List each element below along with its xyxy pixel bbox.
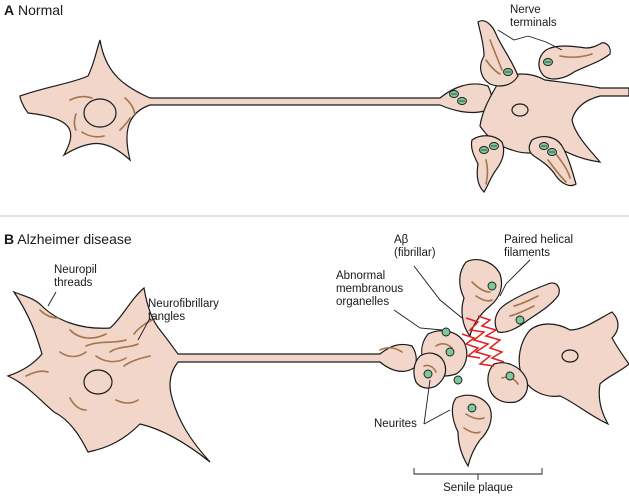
postsynaptic-soma-b	[518, 311, 629, 426]
postsynaptic-nucleus-b	[561, 349, 579, 363]
neurofibrillary-tangles-label: Neurofibrillary tangles	[148, 298, 219, 324]
abnormal-organelles-line1: Abnormal	[336, 270, 386, 282]
panel-a-letter: A	[4, 2, 15, 18]
nerve-terminals-line1: Nerve	[510, 4, 541, 16]
neuropil-threads-line2: threads	[54, 277, 93, 289]
nerve-terminals-line2: terminals	[510, 17, 557, 29]
nerve-terminals-leader	[497, 29, 529, 41]
senile-plaque-label: Senile plaque	[443, 482, 513, 494]
senile-plaque-bracket	[413, 468, 543, 475]
normal-nerve-terminals	[449, 20, 611, 193]
neurite	[487, 362, 529, 404]
normal-nucleus	[83, 98, 117, 128]
neuropil-threads-label: Neuropil threads	[54, 264, 97, 290]
neuropil-threads-line1: Neuropil	[54, 264, 97, 276]
normal-neuron	[19, 39, 493, 162]
nerve-terminals-label: Nerve terminals	[510, 4, 557, 30]
paired-helical-filaments	[423, 281, 539, 434]
paired-helical-filaments-label: Paired helical filaments	[504, 234, 573, 260]
abnormal-organelles-line2: membranous	[336, 283, 404, 295]
neurite	[451, 394, 492, 468]
alzheimer-soma	[6, 286, 417, 463]
neuropil-threads-leader	[47, 291, 57, 307]
alzheimer-nucleus	[83, 369, 113, 395]
abeta-line1: Aβ	[394, 234, 409, 246]
panel-a-heading: A Normal	[4, 2, 63, 18]
abeta-line2: (fibrillar)	[394, 247, 436, 259]
panel-b-title: Alzheimer disease	[17, 231, 132, 247]
paired-helical-line2: filaments	[504, 247, 551, 259]
panel-b-heading: B Alzheimer disease	[4, 231, 132, 247]
neurofibrillary-tangles-line1: Neurofibrillary	[148, 298, 219, 310]
neurites-label: Neurites	[374, 418, 417, 430]
panel-a-title: Normal	[18, 2, 64, 18]
amyloid-beta-fibrils	[461, 315, 505, 367]
postsynaptic-nucleus-a	[511, 103, 529, 117]
senile-plaque	[413, 259, 629, 468]
neurofibrillary-tangles-leader	[137, 317, 151, 341]
paired-helical-filaments-leader	[499, 259, 531, 297]
abnormal-organelles-line3: organelles	[336, 296, 390, 308]
neurofibrillary-tangles-line2: tangles	[148, 311, 186, 323]
neurites-leader	[423, 379, 451, 425]
neurite	[494, 282, 560, 333]
normal-postsynaptic	[479, 73, 629, 163]
panel-b-letter: B	[4, 231, 15, 247]
abnormal-membranous-organelles	[423, 281, 525, 413]
normal-soma	[19, 39, 493, 162]
abnormal-organelles-label: Abnormal membranous organelles	[336, 270, 403, 309]
abnormal-organelles-leader	[393, 309, 443, 331]
abeta-label: Aβ (fibrillar)	[394, 234, 436, 260]
synaptic-vesicles	[449, 58, 557, 156]
neurofibrillary-tangles	[25, 309, 403, 411]
paired-helical-line1: Paired helical	[504, 234, 574, 246]
alzheimer-neuron	[6, 286, 417, 463]
abeta-leader	[413, 265, 463, 319]
nerve-terminal	[538, 42, 611, 80]
